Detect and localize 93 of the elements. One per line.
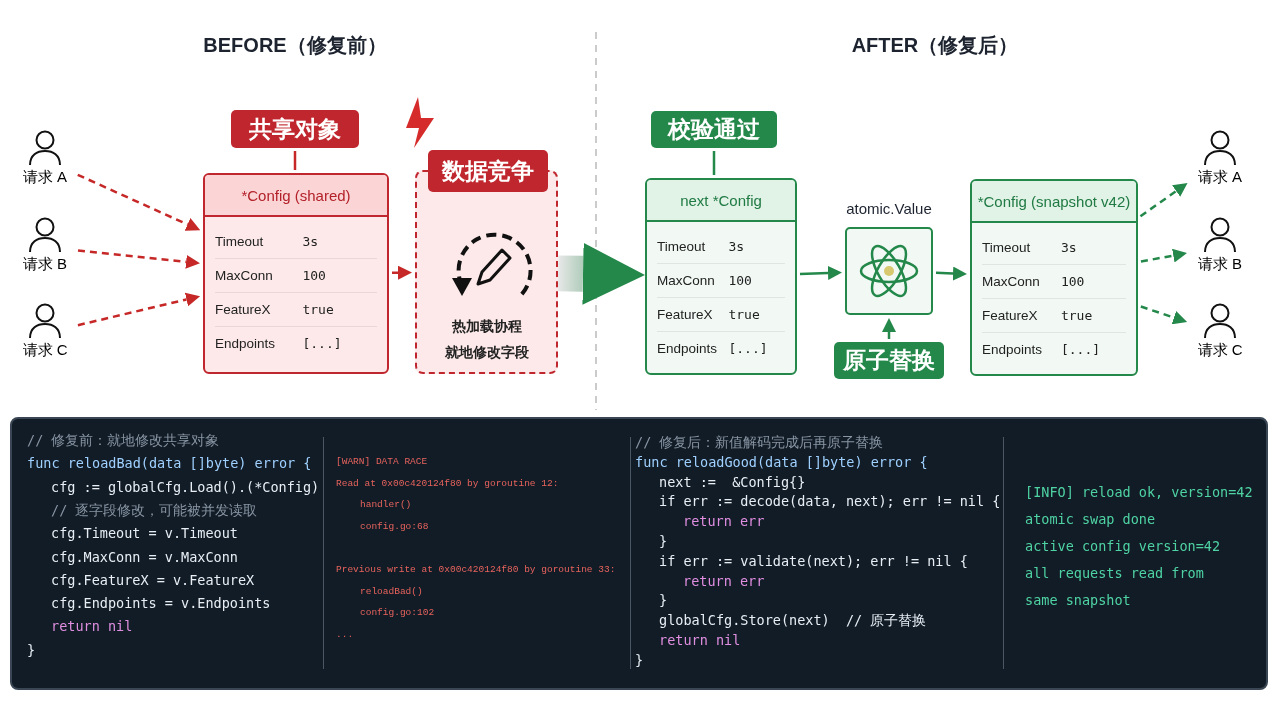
field-value: [...]	[302, 336, 342, 351]
code-line: }	[659, 533, 668, 549]
tag-label: 校验通过	[651, 111, 777, 148]
field-value: true	[1060, 308, 1093, 323]
field-name: Timeout	[215, 234, 265, 249]
log-line: [INFO] reload ok, version=42	[1025, 484, 1253, 500]
code-line: next := &Config{}	[659, 473, 806, 490]
field-name: Endpoints	[215, 336, 277, 351]
log-line: active config version=42	[1025, 538, 1221, 554]
field-value: 3s	[302, 234, 319, 249]
person-label: 请求 C	[21, 341, 69, 360]
arrow	[935, 266, 967, 281]
field-name: FeatureX	[657, 307, 714, 322]
log-line: same snapshot	[1025, 592, 1131, 608]
person-label: 请求 B	[1196, 255, 1244, 274]
code-line: globalCfg.Store(next) // 原子替换	[659, 612, 927, 631]
log-line: config.go:68	[360, 520, 429, 532]
field-value: [...]	[728, 341, 768, 356]
arrow	[882, 318, 896, 339]
connector-line	[712, 151, 716, 175]
section-title: AFTER（修复后）	[850, 33, 1020, 58]
field-name: Endpoints	[657, 341, 719, 356]
code-line: // 修复前：就地修改共享对象	[27, 432, 220, 450]
code-line: if err := validate(next); err != nil {	[659, 552, 968, 569]
field-value: 3s	[728, 239, 745, 254]
code-line: cfg.Timeout = v.Timeout	[51, 525, 238, 542]
code-line: return nil	[51, 618, 133, 635]
code-line: cfg.MaxConn = v.MaxConn	[51, 548, 238, 565]
tag-label: 原子替换	[834, 342, 944, 379]
person-label: 请求 B	[21, 255, 69, 274]
log-line: ...	[336, 628, 354, 640]
log-line: config.go:102	[360, 607, 435, 619]
field-value: 3s	[1060, 240, 1077, 255]
log-line: [WARN] DATA RACE	[336, 456, 428, 467]
field-value: true	[728, 307, 760, 322]
arrow	[1140, 305, 1188, 325]
code-line: return nil	[659, 632, 741, 648]
config-table	[203, 173, 389, 374]
field-name: Timeout	[657, 239, 707, 254]
caption-text: 热加载协程	[450, 318, 523, 336]
box-title: atomic.Value	[845, 200, 933, 217]
arrow	[77, 249, 200, 269]
field-name: MaxConn	[982, 274, 1041, 289]
log-line: Previous write at 0x00c420124f80 by goroutine 33:	[336, 564, 616, 575]
log-line: Read at 0x00c420124f80 by goroutine 12:	[336, 477, 559, 489]
code-line: }	[27, 641, 36, 658]
code-line: // 逐字段修改，可能被并发读取	[51, 501, 258, 520]
code-line: return err	[683, 572, 765, 589]
person-label: 请求 C	[1196, 341, 1244, 360]
log-line: all requests read from	[1025, 565, 1204, 581]
code-line: }	[659, 592, 668, 609]
caption-text: 就地修改字段	[443, 344, 530, 362]
block-arrow	[557, 242, 645, 305]
table-header: next *Config	[647, 180, 795, 222]
tag-label: 数据竞争	[428, 150, 548, 192]
log-line: handler()	[360, 499, 412, 511]
arrow	[77, 292, 201, 327]
code-line: if err := decode(data, next); err != nil {	[659, 493, 1001, 510]
field-value: true	[302, 302, 334, 317]
field-name: Timeout	[982, 240, 1032, 255]
field-value: [...]	[1060, 342, 1101, 357]
arrow	[77, 173, 201, 231]
person-label: 请求 A	[1196, 168, 1244, 187]
code-line: cfg.FeatureX = v.FeatureX	[51, 571, 255, 588]
section-title: BEFORE（修复前）	[202, 33, 388, 58]
arrow	[1140, 248, 1188, 263]
field-name: FeatureX	[982, 308, 1039, 323]
tag-label: 共享对象	[231, 110, 359, 148]
code-line: func reloadBad(data []byte) error {	[27, 455, 312, 472]
code-line: }	[635, 651, 644, 668]
arrow	[392, 265, 412, 280]
field-name: MaxConn	[657, 273, 716, 288]
code-line: func reloadGood(data []byte) error {	[635, 453, 928, 470]
code-line: // 修复后：新值解码完成后再原子替换	[635, 434, 884, 452]
code-line: return err	[683, 513, 765, 530]
log-line: reloadBad()	[360, 585, 423, 597]
config-table	[970, 179, 1138, 376]
field-name: MaxConn	[215, 268, 274, 283]
arrow	[799, 266, 842, 280]
log-line: atomic swap done	[1025, 511, 1156, 527]
field-name: FeatureX	[215, 302, 272, 317]
connector-line	[293, 151, 297, 170]
table-header: *Config (shared)	[205, 175, 387, 217]
code-line: cfg.Endpoints = v.Endpoints	[51, 595, 271, 612]
code-line: cfg := globalCfg.Load().(*Config)	[51, 478, 320, 495]
field-value: 100	[302, 268, 326, 283]
field-value: 100	[728, 273, 752, 288]
arrow	[1139, 182, 1188, 218]
field-value: 100	[1060, 274, 1085, 289]
person-label: 请求 A	[21, 168, 69, 187]
config-table	[645, 178, 797, 375]
field-name: Endpoints	[982, 342, 1044, 357]
table-header: *Config (snapshot v42)	[972, 181, 1136, 223]
